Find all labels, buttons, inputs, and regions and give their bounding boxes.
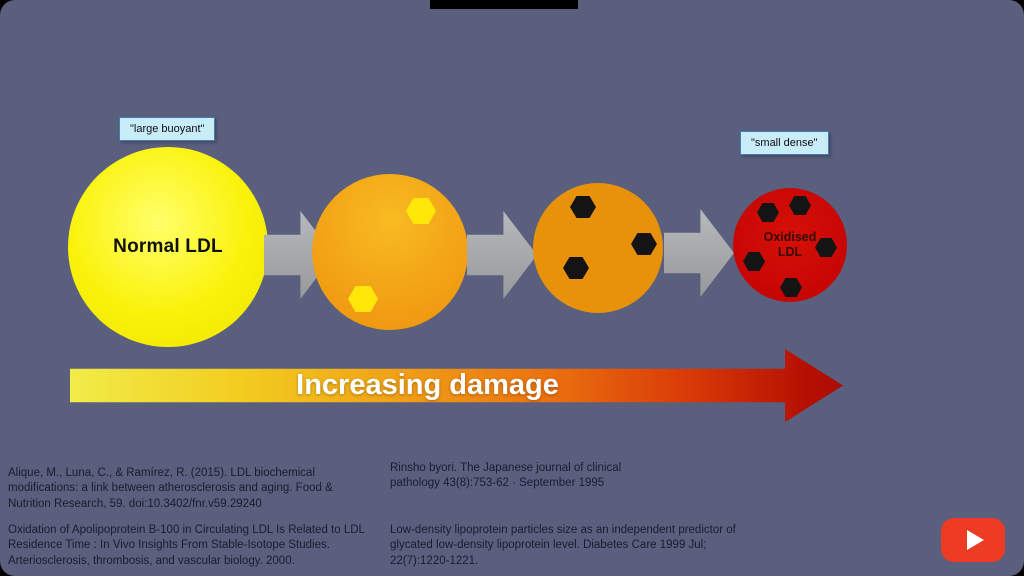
callout-large-buoyant: "large buoyant"	[119, 117, 216, 141]
normal-ldl-label: Normal LDL	[113, 236, 223, 257]
citation-alique-2015: Alique, M., Luna, C., & Ramírez, R. (201…	[8, 467, 333, 510]
particle-hexagon-icon	[743, 252, 765, 271]
increasing-damage-label: Increasing damage	[296, 369, 559, 401]
youtube-watermark-button[interactable]	[941, 518, 1005, 562]
particle-hexagon-icon	[757, 203, 779, 222]
circle-stage-3	[533, 183, 663, 313]
citation-diabetes-care: Low-density lipoprotein particles size a…	[390, 524, 736, 567]
circle-oxidised-ldl: Oxidised LDL	[733, 188, 847, 302]
particle-hexagon-icon	[348, 286, 378, 312]
step-arrow-icon	[664, 209, 734, 297]
oxidised-ldl-label: Oxidised LDL	[763, 230, 817, 259]
citation-oxidation-apolipoprotein: Oxidation of Apolipoprotein B-100 in Cir…	[8, 524, 365, 567]
particle-hexagon-icon	[406, 198, 436, 224]
circle-normal-ldl: Normal LDL	[68, 147, 268, 347]
callout-small-dense: "small dense"	[740, 131, 829, 155]
play-icon	[966, 530, 984, 550]
increasing-damage-arrow: Increasing damage	[70, 349, 843, 422]
top-letterbox-bar	[430, 0, 578, 9]
particle-hexagon-icon	[631, 233, 657, 255]
step-arrow-icon	[467, 211, 537, 299]
particle-hexagon-icon	[815, 238, 837, 257]
particle-hexagon-icon	[563, 257, 589, 279]
citation-rinsho-byori: Rinsho byori. The Japanese journal of cl…	[390, 462, 622, 490]
particle-hexagon-icon	[789, 196, 811, 215]
circle-stage-2	[312, 174, 468, 330]
particle-hexagon-icon	[570, 196, 596, 218]
particle-hexagon-icon	[780, 278, 802, 297]
